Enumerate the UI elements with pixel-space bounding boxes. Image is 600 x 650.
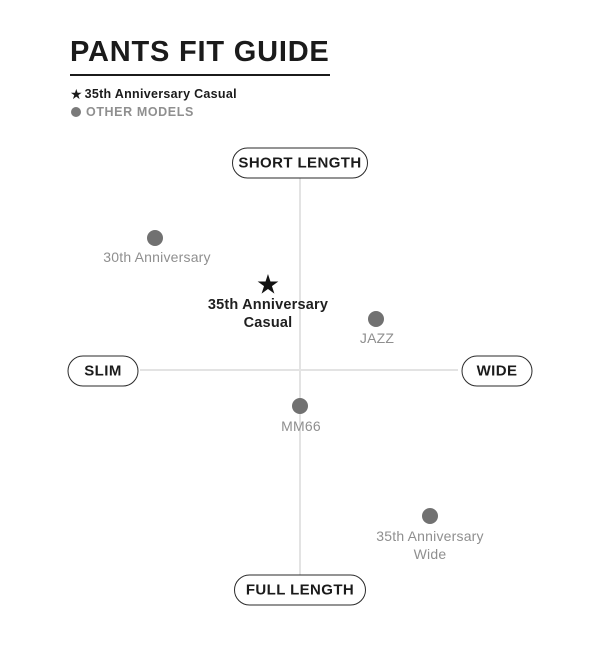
axis-label-slim: SLIM xyxy=(67,355,139,387)
dot-marker-35th-anniversary-wide xyxy=(422,508,438,524)
legend-dot-label: OTHER MODELS xyxy=(86,105,194,119)
horizontal-axis-line xyxy=(140,369,458,371)
page-title: PANTS FIT GUIDE xyxy=(70,36,330,76)
dot-marker-jazz xyxy=(368,311,384,327)
legend: ★ 35th Anniversary Casual OTHER MODELS xyxy=(70,86,237,122)
axis-label-wide: WIDE xyxy=(461,355,533,387)
star-marker-35th-anniversary-casual: ★ xyxy=(255,269,281,301)
star-icon: ★ xyxy=(70,86,83,102)
legend-item-other-models: OTHER MODELS xyxy=(70,104,237,120)
dot-icon xyxy=(71,107,81,117)
point-label-30th-anniversary: 30th Anniversary xyxy=(103,249,211,265)
vertical-axis-line xyxy=(299,178,301,575)
point-label-mm66: MM66 xyxy=(281,418,321,434)
dot-marker-mm66 xyxy=(292,398,308,414)
axis-label-short-length: SHORT LENGTH xyxy=(232,147,368,179)
legend-star-label: 35th Anniversary Casual xyxy=(84,87,237,101)
dot-marker-30th-anniversary xyxy=(147,230,163,246)
point-label-jazz: JAZZ xyxy=(359,330,395,346)
legend-item-35th-anniversary-casual: ★ 35th Anniversary Casual xyxy=(70,86,237,102)
axis-label-full-length: FULL LENGTH xyxy=(234,574,366,606)
